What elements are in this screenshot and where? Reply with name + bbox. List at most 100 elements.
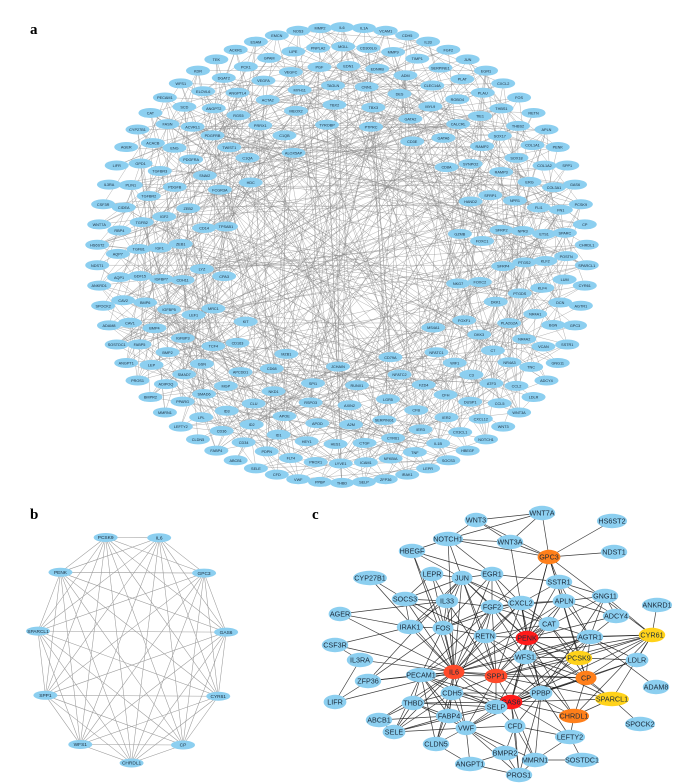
panel-c-node-wfs1: WFS1 bbox=[513, 649, 537, 665]
panel-a-node: LIPE bbox=[281, 46, 306, 57]
panel-a-node-ellipse bbox=[104, 339, 129, 350]
panel-a-node-label: COL1A1 bbox=[525, 144, 540, 148]
panel-a-node-ellipse bbox=[517, 176, 542, 187]
panel-c-node-ellipse bbox=[435, 593, 459, 609]
panel-b-edge bbox=[182, 696, 219, 746]
panel-c-node-il6: IL6 bbox=[443, 664, 465, 680]
panel-a-node-label: SPARC bbox=[558, 231, 571, 235]
panel-b-node-label: WFS1 bbox=[74, 742, 88, 748]
panel-a-node: NOS3 bbox=[286, 25, 311, 36]
panel-a-node-ellipse bbox=[359, 121, 384, 132]
panel-a-node: PENK bbox=[545, 142, 570, 153]
panel-a-node-label: ADAM8 bbox=[102, 324, 115, 328]
panel-c-edge bbox=[510, 556, 550, 703]
panel-b-edge bbox=[60, 537, 160, 573]
panel-b-edge bbox=[37, 537, 106, 632]
panel-a-node: NKD1 bbox=[261, 386, 286, 397]
panel-a-node: CD68 bbox=[259, 363, 284, 374]
panel-a-node-label: DCN bbox=[556, 301, 564, 305]
panel-a-edge bbox=[182, 171, 502, 402]
panel-a-letter: a bbox=[30, 22, 38, 38]
panel-a-node-ellipse bbox=[209, 425, 234, 436]
panel-a-node: MYL9 bbox=[418, 101, 443, 112]
panel-c-node-ellipse bbox=[565, 752, 599, 768]
panel-c-node-label: ADCY4 bbox=[604, 612, 628, 621]
panel-a-node-label: LEPR bbox=[423, 467, 433, 471]
panel-a-node-ellipse bbox=[91, 300, 116, 311]
panel-a-edge bbox=[193, 194, 491, 316]
panel-c-node-ellipse bbox=[346, 652, 374, 668]
panel-a-node-ellipse bbox=[420, 80, 445, 91]
panel-a-node: ELOVL6 bbox=[191, 86, 216, 97]
panel-a-node: PDPN bbox=[254, 446, 279, 457]
panel-c-edge bbox=[491, 606, 526, 658]
panel-a-node: LYZ bbox=[189, 263, 214, 274]
panel-a-node: C3 bbox=[459, 369, 484, 380]
panel-b-edge bbox=[158, 537, 219, 697]
panel-c-node-ellipse bbox=[405, 667, 437, 683]
panel-c-node-irak1: IRAK1 bbox=[396, 619, 424, 635]
panel-a-node-ellipse bbox=[574, 239, 599, 250]
panel-a-node-label: POSTN bbox=[560, 255, 573, 259]
panel-a-node: WIF1 bbox=[442, 357, 467, 368]
panel-a-edge bbox=[224, 275, 424, 385]
panel-a-node-label: RSPO3 bbox=[304, 401, 317, 405]
panel-a-node-label: ANGPT2 bbox=[206, 107, 221, 111]
panel-c-edge bbox=[420, 674, 512, 703]
panel-a-node: AXIN2 bbox=[337, 400, 362, 411]
panel-c-node-socs3: SOCS3 bbox=[391, 591, 419, 607]
panel-a-node: KLF2 bbox=[533, 255, 558, 266]
panel-a-edge bbox=[237, 92, 437, 353]
panel-c-node-label: HS6ST2 bbox=[598, 517, 625, 526]
panel-c-edge bbox=[453, 577, 463, 673]
panel-a-node-label: JCHAIN bbox=[331, 365, 345, 369]
panel-a-node: PTGDS bbox=[507, 288, 532, 299]
panel-a-node-label: CYP27B1 bbox=[129, 128, 146, 132]
panel-c-node-ellipse bbox=[473, 628, 497, 644]
panel-a-node-label: TIMP1 bbox=[412, 57, 423, 61]
panel-b-edge bbox=[60, 572, 227, 633]
panel-a-edge bbox=[137, 129, 162, 279]
panel-a-node-label: NOS3 bbox=[293, 29, 303, 33]
panel-c-edge bbox=[540, 636, 591, 694]
panel-a-node: EDNRB bbox=[365, 63, 390, 74]
panel-c-edge bbox=[548, 520, 613, 558]
panel-c-node-angpt1: ANGPT1 bbox=[454, 756, 486, 772]
panel-c-node-cat: CAT bbox=[538, 616, 560, 632]
panel-c-node-label: JUN bbox=[455, 574, 469, 583]
panel-a-node-ellipse bbox=[243, 36, 268, 47]
panel-a-node: TBX2 bbox=[322, 99, 347, 110]
panel-a-node-label: CD14 bbox=[199, 227, 209, 231]
panel-a-node-label: MEOX2 bbox=[289, 109, 302, 113]
panel-a-edge bbox=[119, 51, 394, 231]
panel-a-node: IGFBP7 bbox=[149, 273, 174, 284]
panel-a-edge bbox=[491, 135, 501, 384]
panel-a-node-label: CFB bbox=[412, 409, 420, 413]
panel-a-node-ellipse bbox=[170, 396, 195, 407]
panel-a-node-ellipse bbox=[138, 392, 163, 403]
panel-a-node-label: ICAM1 bbox=[360, 461, 372, 465]
panel-c-node-label: GNG11 bbox=[593, 592, 617, 601]
panel-a-node-ellipse bbox=[532, 229, 557, 240]
panel-a-node-label: CX3CL1 bbox=[453, 431, 467, 435]
panel-a-edge bbox=[319, 66, 520, 413]
panel-a-node: RAMP3 bbox=[489, 166, 514, 177]
panel-a-node-label: ANGPT1 bbox=[119, 362, 134, 366]
panel-a-node-ellipse bbox=[189, 263, 214, 274]
panel-a-node-label: CD79A bbox=[384, 356, 397, 360]
panel-a-node-ellipse bbox=[526, 202, 551, 213]
panel-a-node-ellipse bbox=[172, 101, 197, 112]
panel-c-node-ellipse bbox=[440, 685, 464, 701]
panel-b-letter: b bbox=[30, 507, 38, 523]
panel-a-node-label: PCSK9 bbox=[575, 203, 587, 207]
panel-a-node-label: NKG7 bbox=[453, 282, 463, 286]
panel-a-node: NFATC2 bbox=[387, 369, 412, 380]
panel-b-edge bbox=[158, 537, 184, 746]
panel-a-node: PLAU bbox=[470, 87, 495, 98]
panel-a-node: IGF1 bbox=[147, 242, 172, 253]
panel-a-node-ellipse bbox=[168, 78, 193, 89]
panel-a-node-label: FOXC2 bbox=[474, 281, 487, 285]
panel-a-edge bbox=[410, 118, 459, 284]
panel-a-node: COL1A1 bbox=[520, 140, 545, 151]
